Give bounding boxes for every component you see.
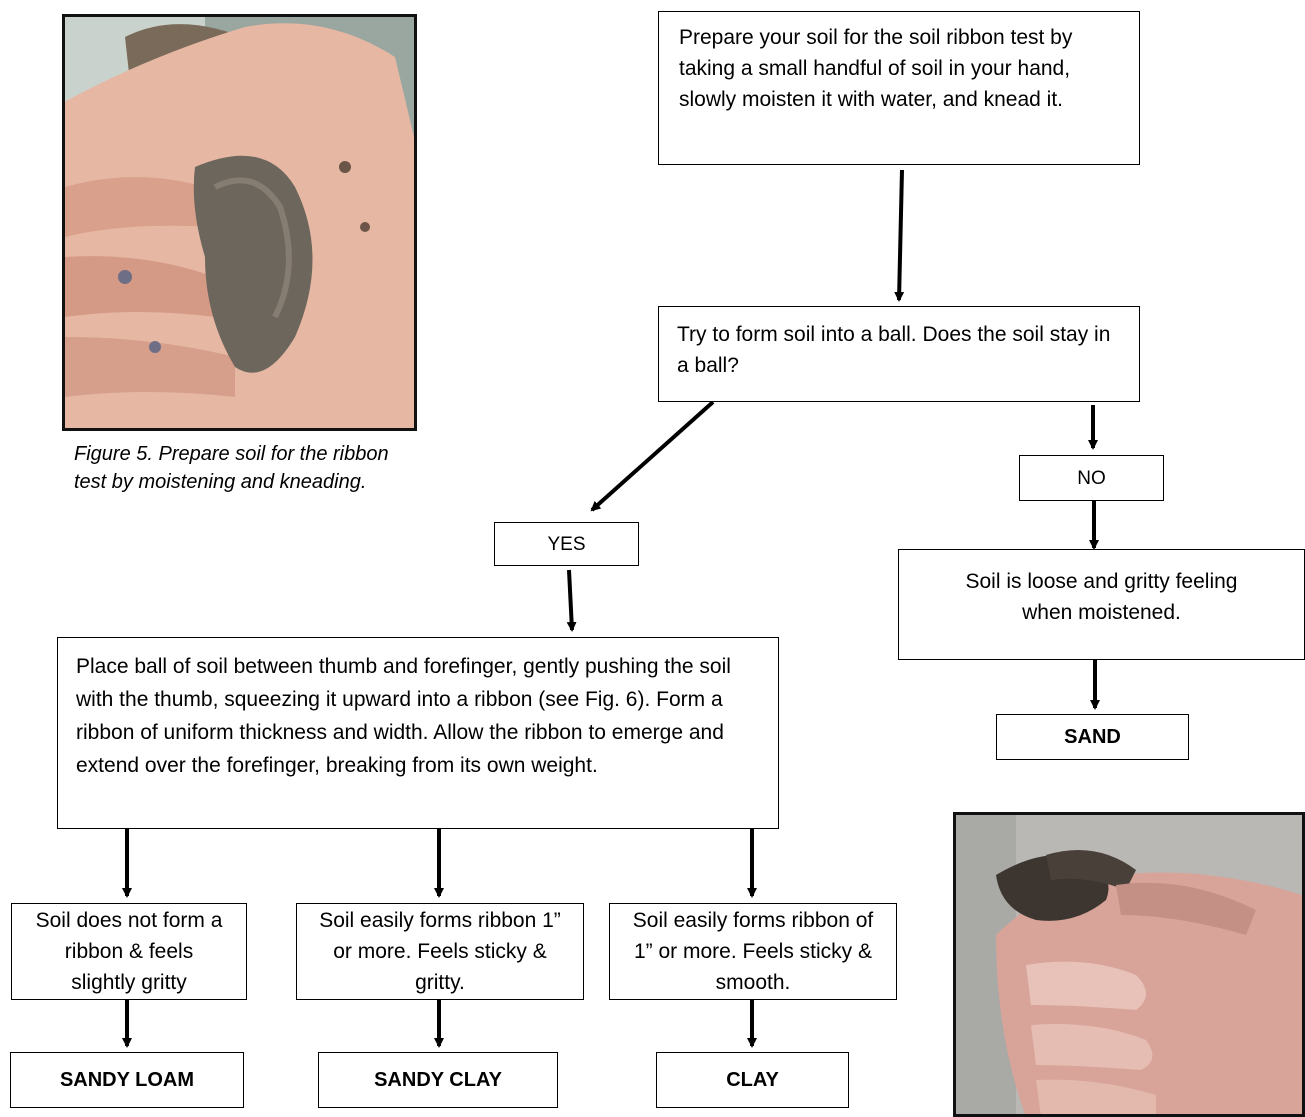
- loose-gritty-step: Soil is loose and gritty feeling when mo…: [898, 549, 1305, 660]
- clay-result: CLAY: [656, 1052, 849, 1108]
- arrow-prepare-to-ball: [894, 169, 905, 302]
- prepare-soil-step: Prepare your soil for the soil ribbon te…: [658, 11, 1140, 165]
- figure-6-photo: [953, 812, 1305, 1117]
- figure-5-photo: [62, 14, 417, 431]
- arrow-ball-to-yes: [590, 400, 715, 512]
- sand-result: SAND: [996, 714, 1189, 760]
- ball-question-step: Try to form soil into a ball. Does the s…: [658, 306, 1140, 402]
- yes-branch-label: YES: [494, 522, 639, 566]
- ribbon-instructions-step: Place ball of soil between thumb and for…: [57, 637, 779, 829]
- sandy-loam-condition: Soil does not form a ribbon & feels slig…: [11, 903, 247, 1000]
- figure-5-caption: Figure 5. Prepare soil for the ribbon te…: [74, 443, 389, 493]
- sandy-clay-result: SANDY CLAY: [318, 1052, 558, 1108]
- sandy-loam-result: SANDY LOAM: [10, 1052, 244, 1108]
- soil-in-palm-illustration: [65, 17, 414, 428]
- no-branch-label: NO: [1019, 455, 1164, 501]
- soil-ribbon-illustration: [956, 815, 1302, 1114]
- sandy-clay-condition: Soil easily forms ribbon 1” or more. Fee…: [296, 903, 584, 1000]
- arrow-yes-to-ribbon: [566, 569, 577, 632]
- clay-condition: Soil easily forms ribbon of 1” or more. …: [609, 903, 897, 1000]
